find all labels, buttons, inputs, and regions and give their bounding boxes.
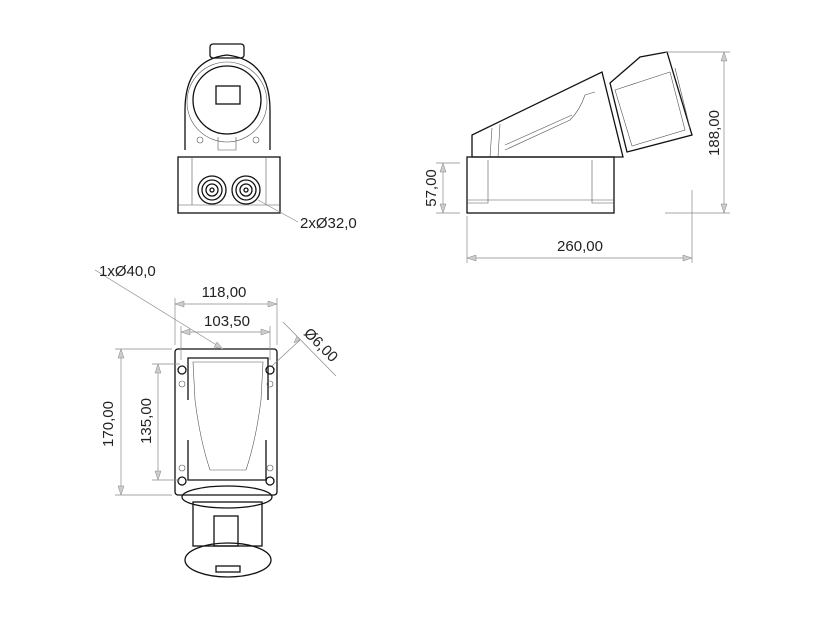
hole-spacing-height-dim: 135,00	[138, 398, 155, 444]
total-height-dim: 188,00	[706, 110, 723, 156]
overall-width-dim: 118,00	[202, 284, 247, 301]
overall-height-dim: 170,00	[100, 401, 117, 447]
cable-gland-right	[231, 175, 261, 205]
side-view: 57,00 188,00 260,00	[423, 51, 730, 263]
hole-spacing-width-dim: 103,50	[204, 313, 250, 330]
front-view: 2xØ32,0	[177, 43, 357, 232]
total-length-dim: 260,00	[557, 238, 603, 255]
bottom-view: 118,00 103,50 170,00 135,00 Ø6,00 1xØ40,…	[94, 263, 341, 578]
base-height-dim: 57,00	[423, 169, 440, 207]
gland-callout: 2xØ32,0	[300, 215, 357, 232]
cable-gland-left	[197, 175, 227, 205]
entry-callout: 1xØ40,0	[99, 263, 156, 280]
